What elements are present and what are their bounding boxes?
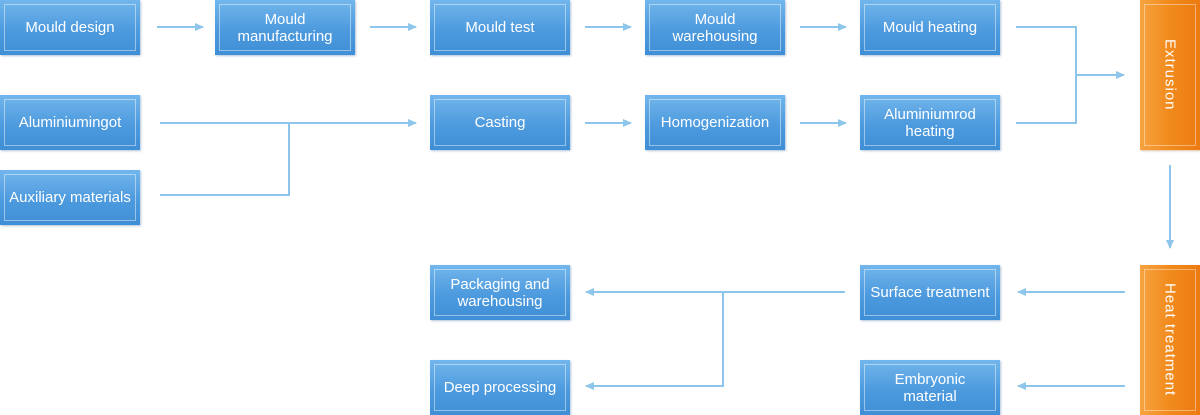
embryonic-material-label: Embryonic material <box>894 370 966 405</box>
auxiliary-materials-box: Auxiliary materials <box>0 170 140 225</box>
homogenization-box: Homogenization <box>645 95 785 150</box>
auxiliary-materials-label: Auxiliary materials <box>9 189 131 206</box>
heat-treatment-label: Heat treatment <box>1161 283 1179 397</box>
arrow-to-deep-processing <box>585 292 724 390</box>
mould-heating-box: Mould heating <box>860 0 1000 55</box>
casting-box: Casting <box>430 95 570 150</box>
mould-design-box: Mould design <box>0 0 140 55</box>
packaging-warehousing-label: Packaging and warehousing <box>450 275 550 310</box>
deep-processing-box: Deep processing <box>430 360 570 415</box>
line-mould-heating-merge <box>1016 26 1077 124</box>
embryonic-material-box: Embryonic material <box>860 360 1000 415</box>
extrusion-label: Extrusion <box>1161 39 1179 111</box>
extrusion-stage: Extrusion <box>1140 0 1200 150</box>
casting-label: Casting <box>474 114 526 131</box>
deep-processing-label: Deep processing <box>443 379 557 396</box>
mould-test-box: Mould test <box>430 0 570 55</box>
mould-manufacturing-label: Mould manufacturing <box>237 10 333 45</box>
mould-manufacturing-box: Mould manufacturing <box>215 0 355 55</box>
aluminium-ingot-box: Aluminiumingot <box>0 95 140 150</box>
mould-warehousing-label: Mould warehousing <box>672 10 758 45</box>
aluminium-rod-heating-label: Aluminiumrod heating <box>884 105 976 140</box>
heat-treatment-stage: Heat treatment <box>1140 265 1200 415</box>
line-auxiliary-merge <box>160 123 290 196</box>
aluminium-rod-heating-box: Aluminiumrod heating <box>860 95 1000 150</box>
homogenization-label: Homogenization <box>660 114 770 131</box>
mould-design-label: Mould design <box>25 19 115 36</box>
mould-heating-label: Mould heating <box>882 19 978 36</box>
mould-warehousing-box: Mould warehousing <box>645 0 785 55</box>
surface-treatment-box: Surface treatment <box>860 265 1000 320</box>
aluminium-ingot-label: Aluminiumingot <box>18 114 122 131</box>
surface-treatment-label: Surface treatment <box>870 284 990 301</box>
packaging-warehousing-box: Packaging and warehousing <box>430 265 570 320</box>
mould-test-label: Mould test <box>465 19 535 36</box>
